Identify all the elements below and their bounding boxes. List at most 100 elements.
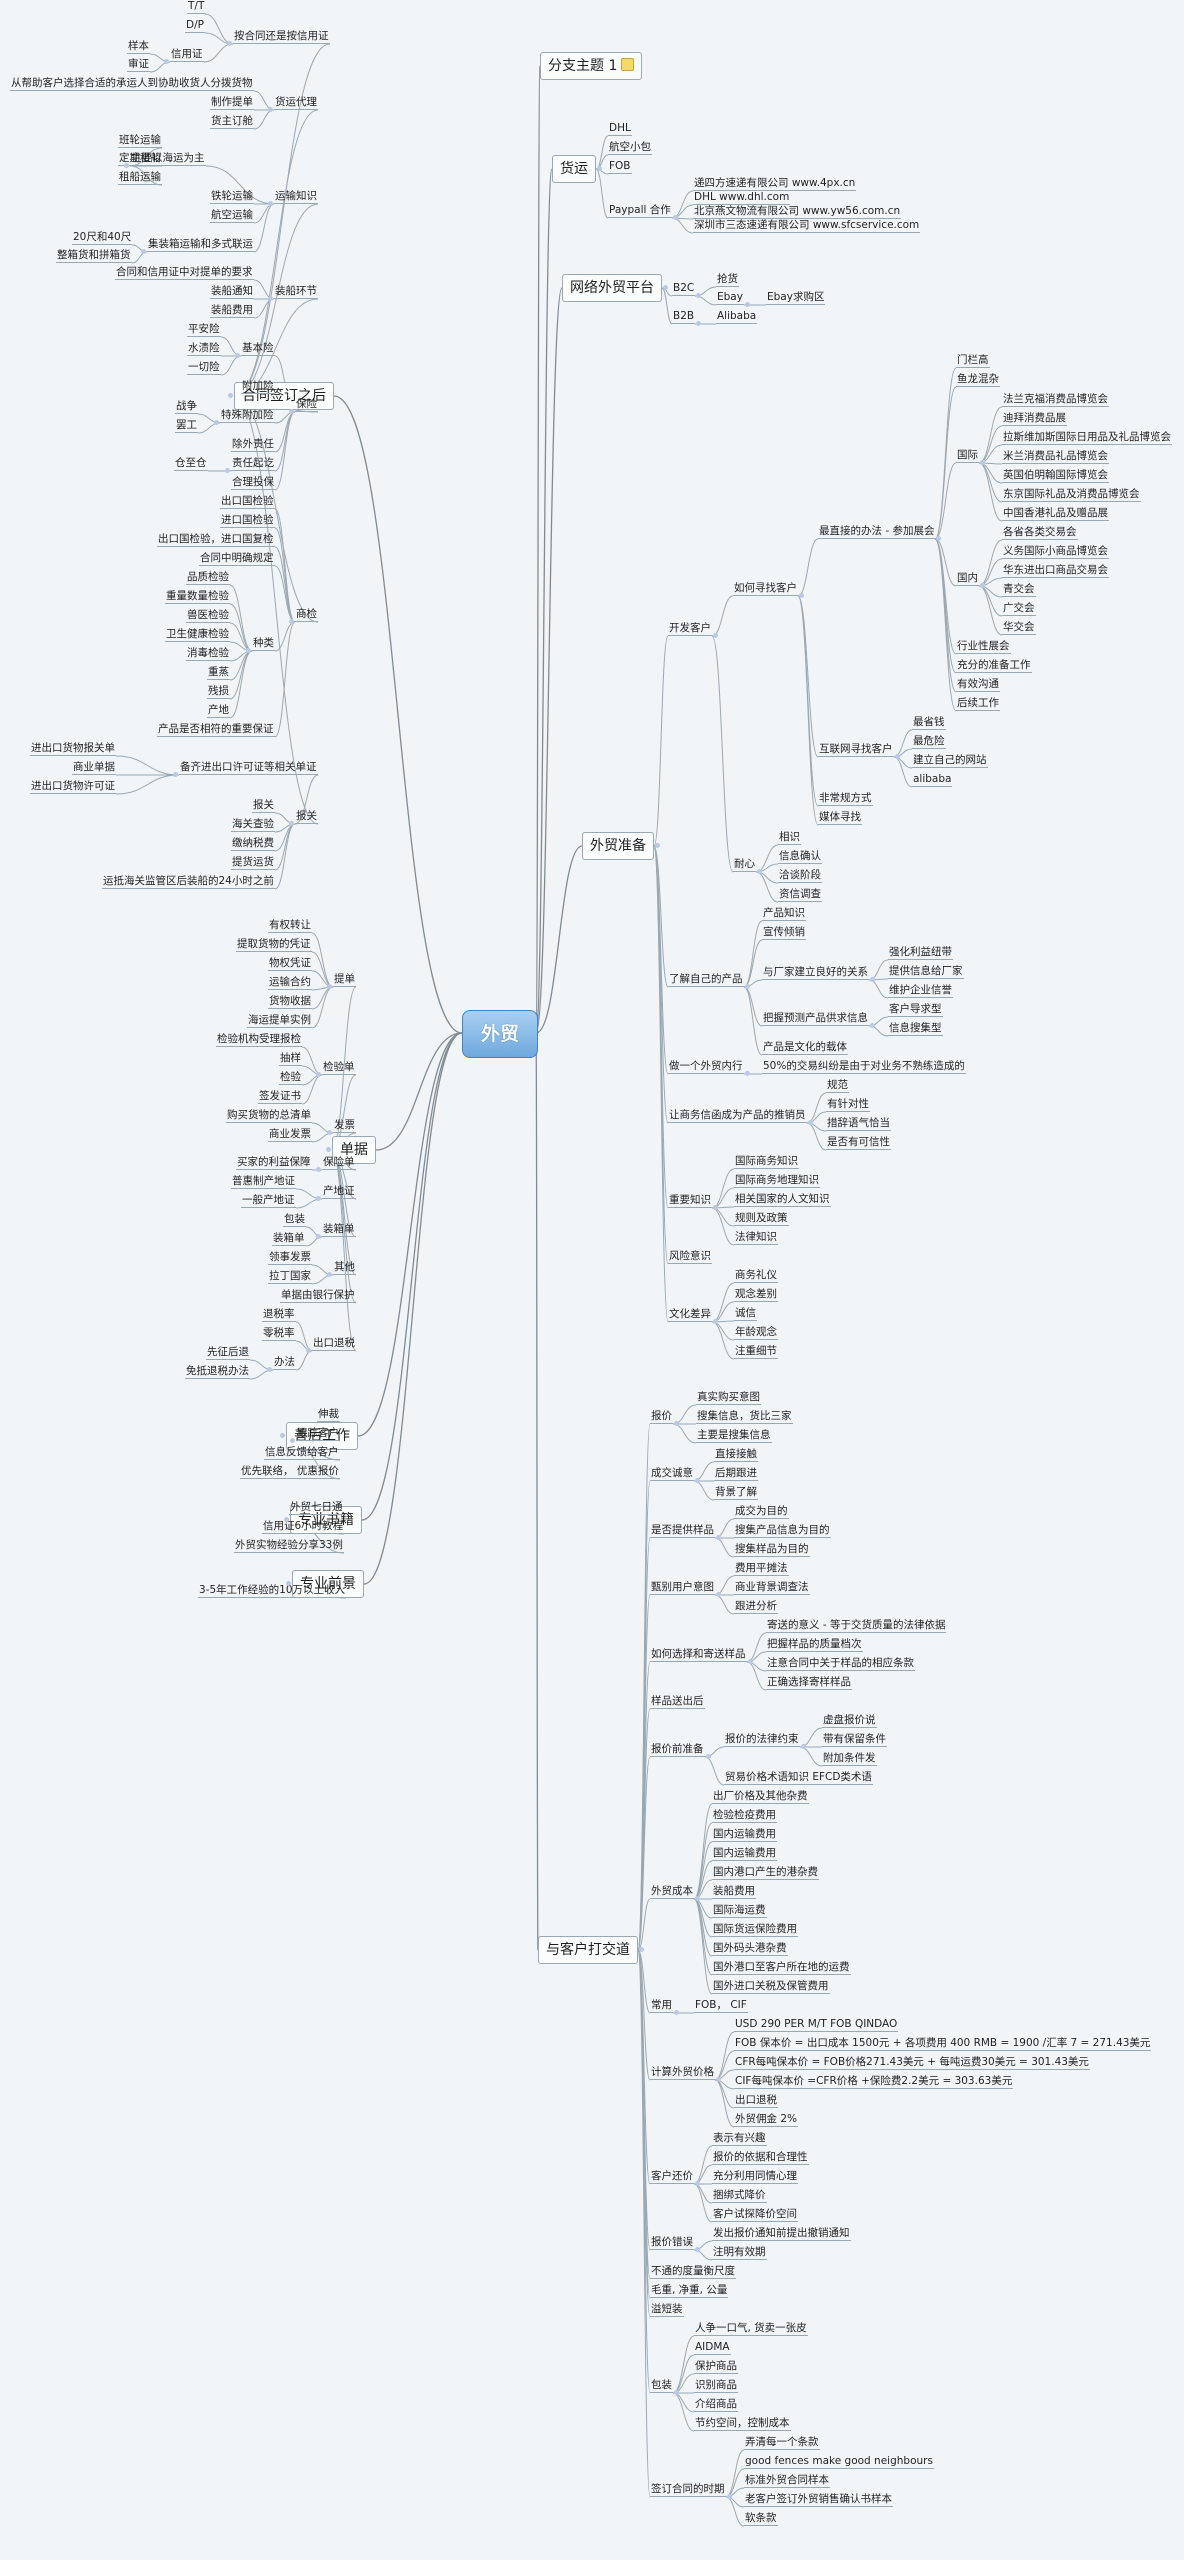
node-bhsp[interactable]: 保护商品 xyxy=(694,2360,738,2374)
node-yqx[interactable]: 一切险 xyxy=(187,361,221,375)
node-fgzc[interactable]: 规则及政策 xyxy=(734,1212,789,1226)
node-cy[interactable]: 抽样 xyxy=(279,1052,302,1066)
node-zygwm[interactable]: 做一个外贸内行 xyxy=(668,1060,744,1074)
collapse-dot[interactable] xyxy=(695,2181,700,2186)
node-tidan[interactable]: 提单 xyxy=(333,973,356,987)
node-cs[interactable]: 残损 xyxy=(207,685,230,699)
node-zmyxq[interactable]: 注明有效期 xyxy=(712,2246,767,2260)
node-sh[interactable]: 审证 xyxy=(127,58,150,72)
node-zsmj[interactable]: 真实购买意图 xyxy=(696,1391,761,1405)
node-hqgj[interactable]: 后期跟进 xyxy=(714,1467,758,1481)
node-yxll[interactable]: 优先联络， 优惠报价 xyxy=(240,1465,340,1479)
node-zrqz[interactable]: 责任起讫 xyxy=(231,457,275,471)
node-gn2[interactable]: 义务国际小商品博览会 xyxy=(1002,545,1109,559)
node-xxfk[interactable]: 信息反馈给客户 xyxy=(264,1446,340,1460)
node-jswmjg[interactable]: 计算外贸价格 xyxy=(650,2066,715,2080)
collapse-dot[interactable] xyxy=(639,1947,644,1952)
node-wmsz[interactable]: 外贸实物经验分享33例 xyxy=(234,1539,344,1553)
node-bg[interactable]: 罢工 xyxy=(175,419,198,433)
node-fobcalc[interactable]: FOB 保本价 = 出口成本 1500元 + 各项费用 400 RMB = 19… xyxy=(734,2037,1152,2051)
node-whqy[interactable]: 维护企业信誉 xyxy=(888,984,953,998)
collapse-dot[interactable] xyxy=(745,302,750,307)
node-dp[interactable]: D/P xyxy=(185,19,205,33)
node-zqxzjy[interactable]: 正确选择寄样样品 xyxy=(766,1676,852,1690)
collapse-dot[interactable] xyxy=(268,107,273,112)
node-changyong[interactable]: 常用 xyxy=(650,1999,673,2013)
node-wm7[interactable]: 外贸七日通 xyxy=(289,1501,344,1515)
node-ccj[interactable]: 出厂价格及其他杂费 xyxy=(712,1790,809,1804)
node-wmcb[interactable]: 外贸成本 xyxy=(650,1885,694,1899)
node-lkhqd[interactable]: 老客户签订外贸销售确认书样本 xyxy=(744,2493,893,2507)
node-ljcp[interactable]: 了解自己的产品 xyxy=(668,973,744,987)
node-zyht[interactable]: 注意合同中关于样品的相应条款 xyxy=(766,1657,915,1671)
node-hytds[interactable]: 海运提单实例 xyxy=(247,1014,312,1028)
node-zysj2[interactable]: 专业书籍 xyxy=(290,1506,362,1534)
node-cfzb[interactable]: 充分的准备工作 xyxy=(956,659,1032,673)
node-gn5[interactable]: 广交会 xyxy=(1002,602,1036,616)
collapse-dot[interactable] xyxy=(316,1072,321,1077)
node-gmhw[interactable]: 购买货物的总清单 xyxy=(226,1109,312,1123)
node-bg2[interactable]: 报关 xyxy=(252,799,275,813)
collapse-dot[interactable] xyxy=(316,1234,321,1239)
node-btddl[interactable]: 不通的度量衡尺度 xyxy=(650,2265,736,2279)
node-banli[interactable]: 办法 xyxy=(273,1356,296,1370)
node-fr3[interactable]: 拉斯维加斯国际日用品及礼品博览会 xyxy=(1002,431,1172,445)
node-hy_4px[interactable]: 递四方速递有限公司 www.4px.cn xyxy=(693,177,857,191)
node-jlzj[interactable]: 建立自己的网站 xyxy=(912,754,988,768)
node-xcyj[interactable]: 宣传倾销 xyxy=(762,926,806,940)
node-zzj[interactable]: 最直接的办法 - 参加展会 xyxy=(818,525,936,539)
node-jkgjy[interactable]: 进口国检验 xyxy=(220,514,275,528)
collapse-dot[interactable] xyxy=(227,41,232,46)
node-zysj[interactable]: 主要是搜集信息 xyxy=(696,1429,772,1443)
node-bjyj[interactable]: 报价的依据和合理性 xyxy=(712,2151,809,2165)
node-wl_ebay[interactable]: Ebay xyxy=(716,291,744,305)
node-cpwh[interactable]: 产品是文化的载体 xyxy=(762,1041,848,1055)
node-xdjy[interactable]: 消毒检验 xyxy=(186,647,230,661)
node-cd[interactable]: 产地 xyxy=(207,704,230,718)
node-qj35[interactable]: 3-5年工作经验的10万以上收入 xyxy=(198,1584,347,1598)
node-tgxx[interactable]: 提供信息给厂家 xyxy=(888,965,964,979)
node-tlys[interactable]: 铁轮运输 xyxy=(210,190,254,204)
node-fen[interactable]: 分支主题 1 xyxy=(540,52,643,80)
node-khsr[interactable]: 客户试探降价空间 xyxy=(712,2208,798,2222)
node-gjhyf[interactable]: 国际海运费 xyxy=(712,1904,767,1918)
node-wl_b2b[interactable]: B2B xyxy=(672,310,696,324)
node-ypsc[interactable]: 样品送出后 xyxy=(650,1695,705,1709)
node-cbsy[interactable]: 从帮助客户选择合适的承运人到协助收货人分拨货物 xyxy=(10,77,254,91)
node-sydj[interactable]: 商业单据 xyxy=(72,761,116,775)
node-qdht[interactable]: 签订合同的时期 xyxy=(650,2483,726,2497)
node-bcys[interactable]: 班轮运输 xyxy=(118,134,162,148)
node-gwmtgzf[interactable]: 国外码头港杂费 xyxy=(712,1942,788,1956)
node-ssyp[interactable]: 搜集样品为目的 xyxy=(734,1543,810,1557)
node-htqd[interactable]: 合同签订之后 xyxy=(234,382,334,410)
node-ptyc[interactable]: 普惠制产地证 xyxy=(231,1175,296,1189)
node-gwgk[interactable]: 国外港口至客户所在地的运费 xyxy=(712,1961,851,1975)
node-bjqzb[interactable]: 报价前准备 xyxy=(650,1743,705,1757)
node-aidma[interactable]: AIDMA xyxy=(694,2341,731,2355)
node-wmyj[interactable]: 外贸佣金 2% xyxy=(734,2113,798,2127)
node-mz[interactable]: 毛重, 净重, 公量 xyxy=(650,2284,729,2298)
node-yqmyt[interactable]: 弄清每一个条款 xyxy=(744,2436,820,2450)
node-cctc[interactable]: 仓至仓 xyxy=(174,457,208,471)
node-bjcw[interactable]: 报价错误 xyxy=(650,2236,694,2250)
collapse-dot[interactable] xyxy=(674,1421,679,1426)
node-zxdc[interactable]: 资信调查 xyxy=(778,888,822,902)
node-fr1[interactable]: 法兰克福消费品博览会 xyxy=(1002,393,1109,407)
node-wqpz[interactable]: 物权凭证 xyxy=(268,957,312,971)
node-syjy[interactable]: 兽医检验 xyxy=(186,609,230,623)
node-fr2[interactable]: 迪拜消费品展 xyxy=(1002,412,1067,426)
node-zyqj[interactable]: 专业前景 xyxy=(292,1570,364,1598)
collapse-dot[interactable] xyxy=(716,2077,721,2082)
node-zztd[interactable]: 制作提单 xyxy=(210,96,254,110)
node-jckxk[interactable]: 进出口货物许可证 xyxy=(30,780,116,794)
node-fcjs[interactable]: 发出报价通知前提出撤销通知 xyxy=(712,2227,851,2241)
node-hkys[interactable]: 航空运输 xyxy=(210,209,254,223)
node-zz2[interactable]: 伸裁 xyxy=(317,1408,340,1422)
node-usd[interactable]: USD 290 PER M/T FOB QINDAO xyxy=(734,2018,899,2032)
node-hy_dhlw[interactable]: DHL www.dhl.com xyxy=(693,191,791,205)
collapse-dot[interactable] xyxy=(745,1071,750,1076)
node-cfrcalc[interactable]: CFR每吨保本价 = FOB价格271.43美元 + 每吨运费30美元 = 30… xyxy=(734,2056,1090,2070)
node-pax[interactable]: 平安险 xyxy=(187,323,221,337)
node-xpbj[interactable]: 虚盘报价说 xyxy=(822,1714,877,1728)
collapse-dot[interactable] xyxy=(327,984,332,989)
